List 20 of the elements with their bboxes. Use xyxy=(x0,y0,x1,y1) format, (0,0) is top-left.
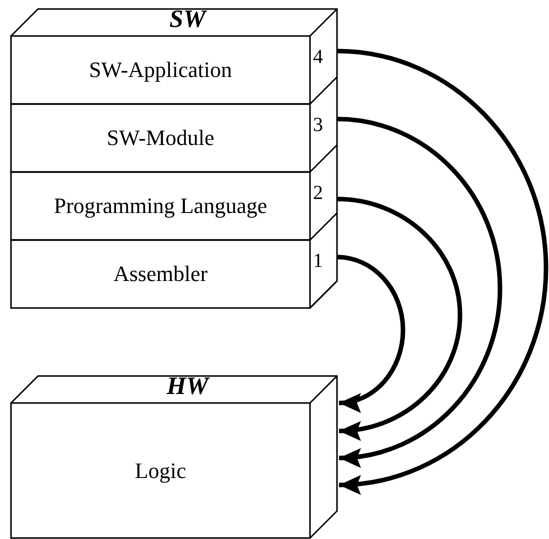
layer-box xyxy=(11,36,337,104)
box-title: HW xyxy=(166,373,211,400)
box-title: SW xyxy=(168,6,208,33)
hardware-box xyxy=(11,376,337,538)
layer-label: Programming Language xyxy=(52,193,268,219)
curved-arrow xyxy=(336,48,548,494)
layer-box xyxy=(11,104,337,172)
layer-number: 2 xyxy=(313,182,323,204)
layer-label: SW-Application xyxy=(88,57,233,83)
layer-number: 3 xyxy=(313,114,323,136)
curved-arrow xyxy=(336,254,406,412)
layer-box xyxy=(11,240,337,308)
layer-number: 1 xyxy=(313,250,323,272)
layer-label: Assembler xyxy=(112,261,209,287)
layer-label: Logic xyxy=(134,458,188,484)
layer-label: SW-Module xyxy=(106,125,216,151)
curved-arrow xyxy=(336,196,462,440)
curved-arrow xyxy=(336,116,502,466)
layer-number: 4 xyxy=(313,46,323,68)
layer-box xyxy=(11,172,337,240)
